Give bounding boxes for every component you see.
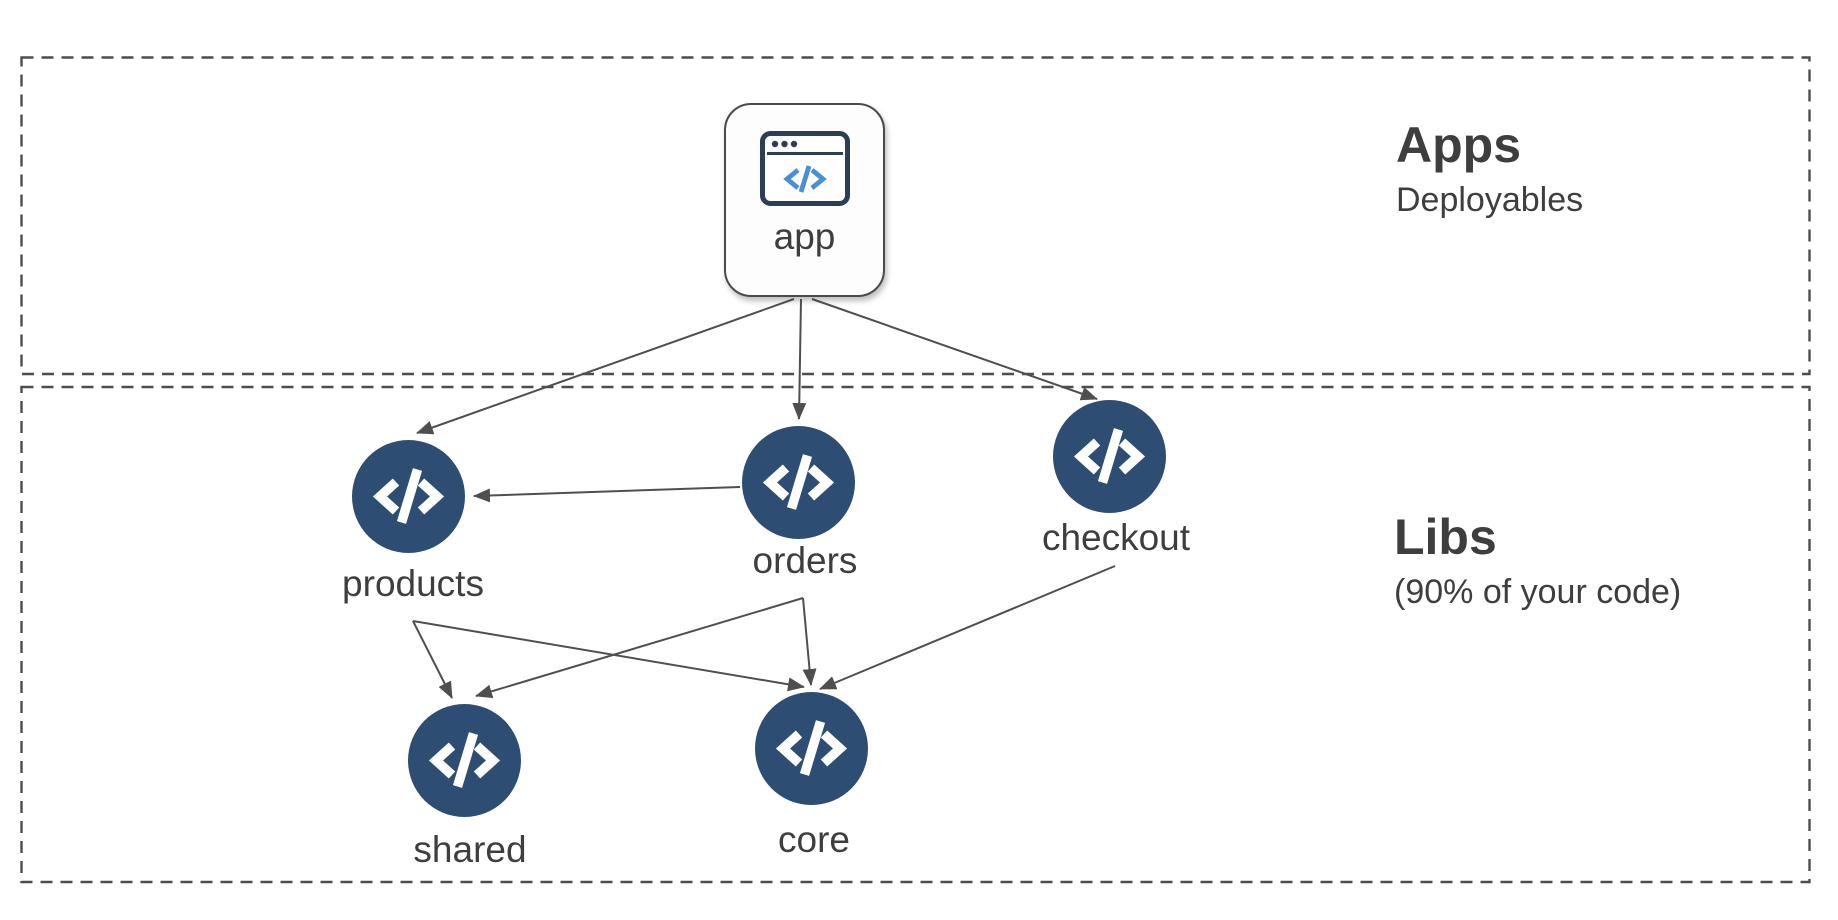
edge-products-core	[412, 620, 805, 692]
code-brackets-icon	[742, 426, 855, 539]
node-orders	[742, 426, 855, 539]
apps-section-label: Apps Deployables	[1396, 118, 1583, 222]
node-app: app	[724, 103, 885, 297]
code-brackets-icon	[1053, 400, 1166, 513]
edge-checkout-core	[819, 565, 1116, 690]
edge-orders-core	[802, 597, 817, 686]
edge-orders-products	[473, 486, 741, 503]
node-core-label: core	[778, 819, 850, 860]
node-shared-label: shared	[413, 829, 527, 870]
node-checkout	[1053, 400, 1166, 513]
node-checkout-label: checkout	[1041, 517, 1191, 558]
libs-boundary-box	[20, 385, 1811, 884]
apps-section-subtitle: Deployables	[1396, 181, 1584, 219]
node-products	[352, 440, 465, 553]
edge-app-checkout	[811, 298, 1098, 401]
apps-boundary-box	[20, 56, 1811, 376]
libs-section-label: Libs (90% of your code)	[1394, 510, 1681, 614]
node-orders-label: orders	[752, 540, 858, 581]
node-core	[755, 692, 868, 805]
node-products-label: products	[342, 563, 484, 604]
node-shared	[408, 704, 521, 817]
code-brackets-icon	[755, 692, 868, 805]
edge-app-products	[416, 298, 795, 435]
libs-section-subtitle: (90% of your code)	[1394, 573, 1682, 611]
edge-orders-shared	[475, 597, 804, 699]
node-app-label: app	[773, 216, 836, 257]
libs-section-title: Libs	[1394, 509, 1497, 565]
browser-code-icon	[759, 131, 850, 206]
code-brackets-icon	[352, 440, 465, 553]
edge-app-orders	[792, 298, 807, 420]
code-brackets-icon	[408, 704, 521, 817]
apps-section-title: Apps	[1396, 117, 1521, 173]
dependency-edges	[412, 298, 1116, 699]
edge-products-shared	[412, 620, 453, 699]
